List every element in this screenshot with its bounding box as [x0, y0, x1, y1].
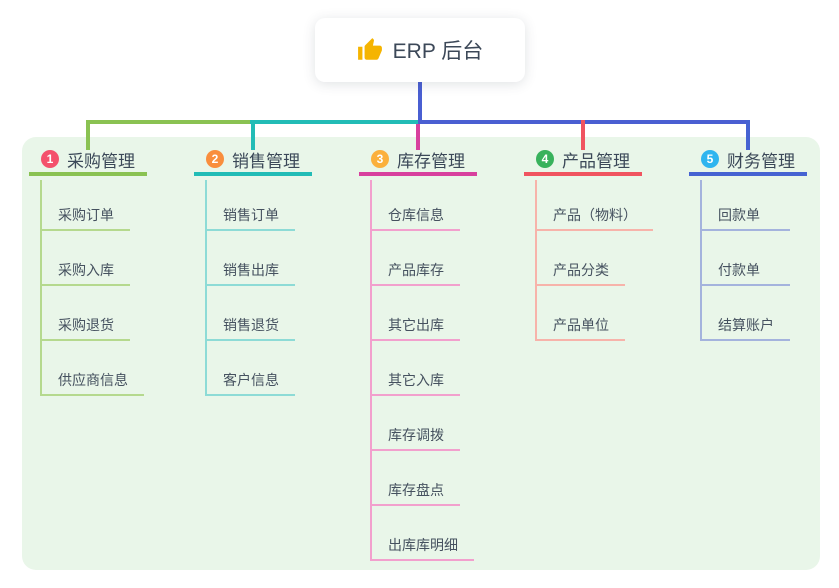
- child-node[interactable]: 库存调拨: [370, 423, 460, 451]
- branch-vertical-line: [700, 180, 702, 341]
- branch-number-badge: 4: [536, 150, 554, 168]
- branch-number-badge: 2: [206, 150, 224, 168]
- branch-vertical-line: [370, 180, 372, 561]
- child-node[interactable]: 仓库信息: [370, 203, 460, 231]
- child-node[interactable]: 其它出库: [370, 313, 460, 341]
- child-node[interactable]: 付款单: [700, 258, 790, 286]
- branch-number-badge: 1: [41, 150, 59, 168]
- child-node[interactable]: 产品库存: [370, 258, 460, 286]
- branch-header-3[interactable]: 3 库存管理: [359, 146, 477, 176]
- branch-label: 产品管理: [562, 151, 630, 171]
- child-node[interactable]: 采购退货: [40, 313, 130, 341]
- child-node[interactable]: 客户信息: [205, 368, 295, 396]
- branch-header-5[interactable]: 5 财务管理: [689, 146, 807, 176]
- child-node[interactable]: 采购订单: [40, 203, 130, 231]
- panel-background: [22, 137, 820, 570]
- child-node[interactable]: 销售出库: [205, 258, 295, 286]
- child-node[interactable]: 供应商信息: [40, 368, 144, 396]
- branch-label: 财务管理: [727, 151, 795, 171]
- branch-label: 库存管理: [397, 151, 465, 171]
- branch-vertical-line: [535, 180, 537, 341]
- child-node[interactable]: 结算账户: [700, 313, 790, 341]
- branch-vertical-line: [40, 180, 42, 396]
- branch-label: 销售管理: [232, 151, 300, 171]
- child-node[interactable]: 产品单位: [535, 313, 625, 341]
- branch-header-4[interactable]: 4 产品管理: [524, 146, 642, 176]
- branch-header-2[interactable]: 2 销售管理: [194, 146, 312, 176]
- thumbs-up-icon: [357, 37, 383, 63]
- branch-header-1[interactable]: 1 采购管理: [29, 146, 147, 176]
- branch-vertical-line: [205, 180, 207, 396]
- child-node[interactable]: 采购入库: [40, 258, 130, 286]
- branch-number-badge: 5: [701, 150, 719, 168]
- child-node[interactable]: 销售退货: [205, 313, 295, 341]
- child-node[interactable]: 销售订单: [205, 203, 295, 231]
- child-node[interactable]: 回款单: [700, 203, 790, 231]
- child-node[interactable]: 出库库明细: [370, 533, 474, 561]
- branch-label: 采购管理: [67, 151, 135, 171]
- branch-number-badge: 3: [371, 150, 389, 168]
- child-node[interactable]: 产品（物料）: [535, 203, 653, 231]
- root-node[interactable]: ERP 后台: [315, 18, 525, 82]
- child-node[interactable]: 其它入库: [370, 368, 460, 396]
- child-node[interactable]: 产品分类: [535, 258, 625, 286]
- root-label: ERP 后台: [392, 40, 484, 63]
- child-node[interactable]: 库存盘点: [370, 478, 460, 506]
